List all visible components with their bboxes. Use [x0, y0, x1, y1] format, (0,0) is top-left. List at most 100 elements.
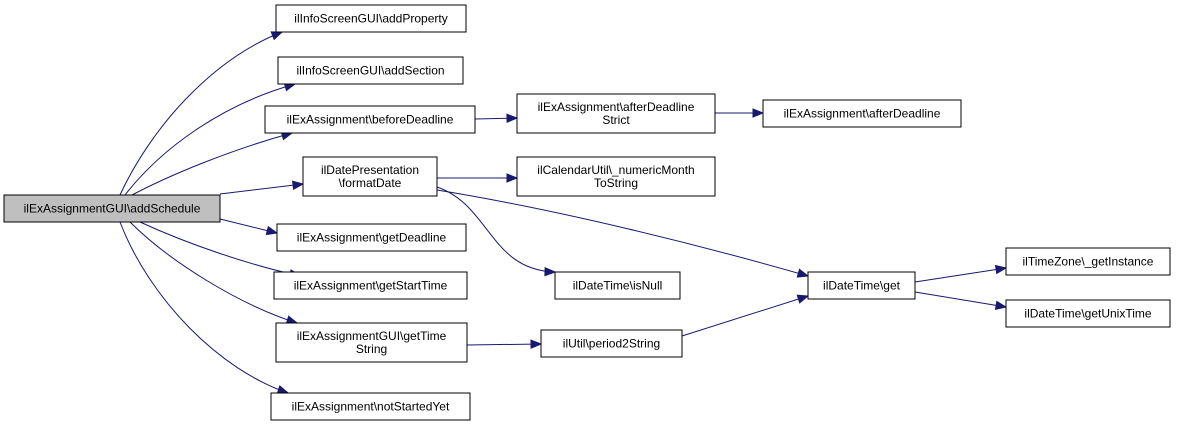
node-label: ilExAssignment\afterDeadline [784, 107, 941, 121]
node-label: Strict [602, 113, 630, 127]
edge-line [466, 343, 542, 346]
arrowhead [530, 339, 543, 349]
node-afterDeadline[interactable]: ilExAssignment\afterDeadline [762, 99, 962, 128]
edge-line [124, 83, 296, 196]
edge-root-to-getDeadline [219, 218, 279, 236]
node-label: ilExAssignmentGUI\getTime [297, 329, 447, 343]
node-label: ilCalendarUtil\_numericMonth [537, 163, 694, 177]
node-box [3, 194, 221, 223]
arrowhead [270, 31, 284, 41]
edge-beforeDeadline-to-afterDeadlineStrict [474, 113, 519, 123]
node-addSection[interactable]: ilInfoScreenGUI\addSection [277, 56, 464, 85]
node-label: ilExAssignment\getDeadline [297, 231, 447, 245]
node-label: ilUtil\period2String [563, 337, 660, 351]
edge-getTimeString-to-period2String [466, 339, 543, 349]
edge-line [131, 132, 293, 196]
node-label: ilDateTime\get [823, 279, 901, 293]
edge-line [681, 295, 809, 337]
edge-dtGet-to-getUnixTime [914, 291, 1008, 310]
edge-line [219, 183, 304, 195]
node-box [1005, 247, 1171, 276]
node-getDeadline[interactable]: ilExAssignment\getDeadline [276, 223, 467, 252]
node-box [762, 99, 962, 128]
node-label: ilExAssignment\notStartedYet [292, 400, 450, 414]
node-label: String [356, 342, 387, 356]
edge-formatDate-to-isNull [436, 186, 557, 277]
node-label: ToString [594, 176, 638, 190]
node-formatDate[interactable]: ilDatePresentation\formatDate [302, 156, 438, 197]
arrowhead [506, 173, 519, 183]
edge-line [139, 221, 301, 277]
node-label: ilTimeZone\_getInstance [1023, 255, 1154, 269]
edge-line [914, 291, 1007, 308]
node-root[interactable]: ilExAssignmentGUI\addSchedule [3, 194, 221, 223]
node-box [270, 392, 471, 421]
arrowhead [276, 385, 290, 395]
edge-line [436, 189, 809, 277]
call-nodes: ilExAssignmentGUI\addSchedule ilInfoScree… [3, 4, 1171, 421]
edge-dtGet-to-getInstance [914, 264, 1008, 283]
arrowhead [506, 113, 519, 123]
arrowhead [265, 225, 279, 236]
node-label: ilInfoScreenGUI\addProperty [294, 12, 447, 26]
node-isNull[interactable]: ilDateTime\isNull [554, 271, 681, 300]
node-label: \formatDate [339, 176, 402, 190]
node-period2String[interactable]: ilUtil\period2String [540, 329, 683, 358]
edge-line [119, 31, 283, 196]
edge-period2String-to-dtGet [681, 294, 810, 337]
arrowhead [994, 300, 1008, 310]
node-box [807, 271, 916, 300]
node-box [516, 156, 716, 197]
edge-root-to-addProperty [119, 31, 284, 196]
node-label: ilExAssignment\beforeDeadline [287, 113, 454, 127]
node-label: ilExAssignmentGUI\addSchedule [24, 202, 201, 216]
edge-line [119, 221, 289, 394]
call-edges [119, 31, 1008, 395]
node-box [302, 156, 438, 197]
node-label: ilDateTime\isNull [573, 279, 663, 293]
edge-afterDeadlineStrict-to-afterDeadline [715, 108, 765, 118]
node-box [540, 329, 683, 358]
node-box [554, 271, 681, 300]
node-box [516, 93, 716, 134]
node-getInstance[interactable]: ilTimeZone\_getInstance [1005, 247, 1171, 276]
edge-root-to-addSection [124, 82, 297, 196]
node-box [276, 223, 467, 252]
node-label: ilDatePresentation [321, 163, 419, 177]
node-label: ilExAssignment\getStartTime [294, 279, 448, 293]
edge-formatDate-to-dtGet [436, 189, 810, 278]
node-addProperty[interactable]: ilInfoScreenGUI\addProperty [275, 4, 467, 33]
arrowhead [796, 268, 810, 278]
edge-line [914, 267, 1007, 283]
node-label: ilExAssignment\afterDeadline [538, 100, 695, 114]
node-label: ilDateTime\getUnixTime [1024, 307, 1151, 321]
node-label: ilInfoScreenGUI\addSection [296, 64, 444, 78]
node-box [264, 105, 476, 134]
node-beforeDeadline[interactable]: ilExAssignment\beforeDeadline [264, 105, 476, 134]
node-getStartTime[interactable]: ilExAssignment\getStartTime [273, 271, 468, 300]
edge-line [129, 221, 298, 324]
node-dtGet[interactable]: ilDateTime\get [807, 271, 916, 300]
edge-root-to-beforeDeadline [131, 131, 294, 196]
node-getUnixTime[interactable]: ilDateTime\getUnixTime [1005, 299, 1171, 328]
arrowhead [544, 266, 557, 277]
node-box [277, 56, 464, 85]
arrowhead [752, 108, 765, 118]
node-box [1005, 299, 1171, 328]
edge-root-to-formatDate [219, 180, 305, 195]
arrowhead [796, 294, 810, 304]
node-box [275, 4, 467, 33]
node-notStartedYet[interactable]: ilExAssignment\notStartedYet [270, 392, 471, 421]
edge-root-to-getTimeString [129, 221, 299, 325]
node-box [275, 322, 468, 363]
arrowhead [292, 180, 305, 190]
edge-root-to-getStartTime [139, 221, 302, 279]
edge-formatDate-to-numericMonth [437, 173, 519, 183]
edge-line [436, 186, 556, 273]
arrowhead [994, 264, 1008, 275]
node-box [273, 271, 468, 300]
